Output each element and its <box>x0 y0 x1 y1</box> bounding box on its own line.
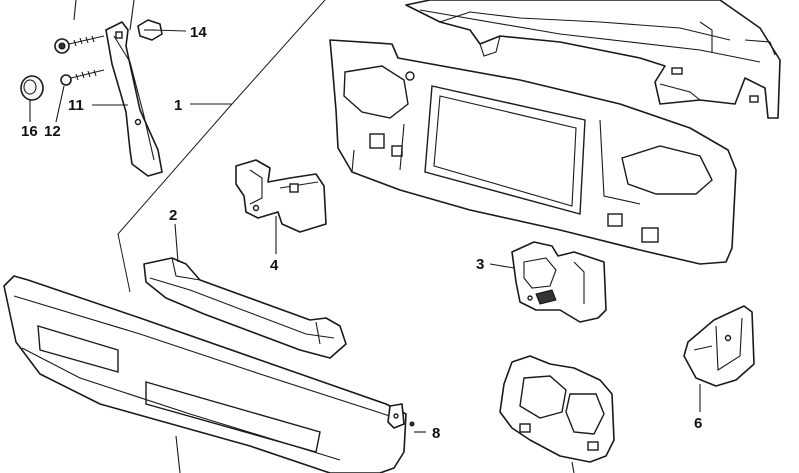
callout-8: 8 <box>432 425 440 442</box>
bumper-reinforcement[interactable] <box>143 257 347 359</box>
callout-11: 11 <box>68 97 84 114</box>
callout-16: 16 <box>21 123 38 140</box>
callout-1: 1 <box>174 97 182 114</box>
leader-lines <box>29 29 701 433</box>
headlight-frame-lower[interactable] <box>499 355 615 473</box>
callout-3: 3 <box>476 256 484 273</box>
rubber-cap[interactable] <box>20 75 44 101</box>
callout-2: 2 <box>169 207 177 224</box>
main-front-panel[interactable] <box>329 39 737 265</box>
fastener-screw-lower[interactable] <box>60 69 105 86</box>
mounting-clip[interactable] <box>387 403 415 429</box>
headlight-bracket-left[interactable] <box>235 159 327 233</box>
support-bracket[interactable] <box>105 0 163 177</box>
headlight-bracket-right[interactable] <box>511 241 607 323</box>
upper-cross-member[interactable] <box>405 0 781 119</box>
fastener-screw-upper[interactable] <box>54 0 105 54</box>
front-bumper-apron[interactable] <box>3 275 407 473</box>
callout-12: 12 <box>44 123 61 140</box>
callout-14: 14 <box>190 24 207 41</box>
guide-line-1 <box>117 0 326 293</box>
callout-4: 4 <box>270 257 279 274</box>
corner-bracket[interactable] <box>683 305 755 387</box>
callout-6: 6 <box>694 415 702 432</box>
